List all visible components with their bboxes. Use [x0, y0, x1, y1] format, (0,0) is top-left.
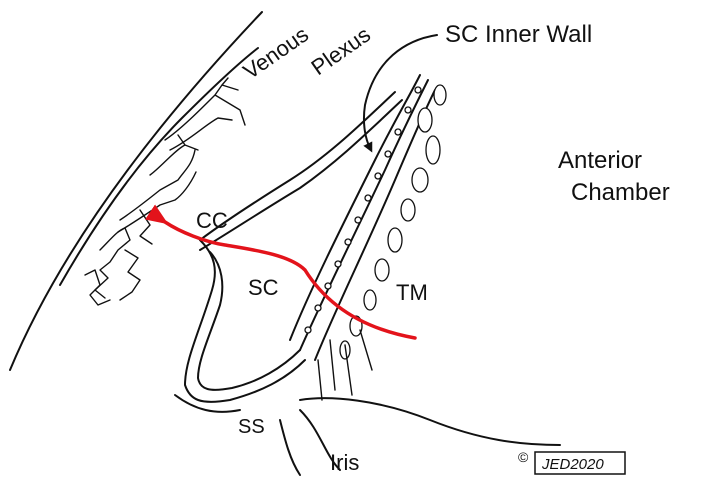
copyright-symbol: ©	[518, 449, 529, 465]
label-chamber: Chamber	[571, 179, 670, 206]
label-sc: SC	[248, 275, 279, 300]
signature-text: JED2020	[541, 456, 604, 473]
label-ss: SS	[238, 416, 265, 438]
label-iris: Iris	[330, 450, 359, 475]
schlemms-canal	[175, 92, 402, 412]
trabecular-meshwork	[290, 75, 446, 400]
label-cc: CC	[196, 208, 228, 233]
label-sc-inner-wall: SC Inner Wall	[445, 21, 592, 48]
label-plexus: Plexus	[307, 22, 375, 80]
label-anterior: Anterior	[558, 147, 642, 174]
label-tm: TM	[396, 280, 428, 305]
sclera-outline	[10, 12, 262, 370]
label-venous: Venous	[239, 22, 313, 85]
